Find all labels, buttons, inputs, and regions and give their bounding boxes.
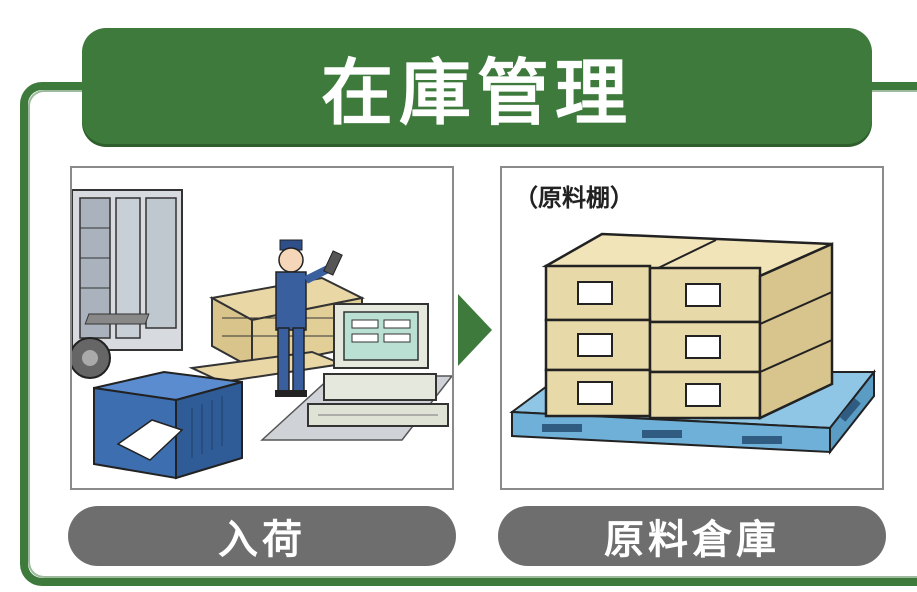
boxes-icon — [541, 232, 834, 420]
warehouse-illustration — [509, 232, 877, 455]
caption-warehouse: 原料倉庫 — [498, 506, 886, 566]
panel-warehouse: （原料棚） — [500, 166, 884, 490]
arrow-right-icon — [458, 294, 492, 366]
panel-warehouse-label: （原料棚） — [514, 184, 634, 212]
caption-receiving: 入荷 — [68, 506, 456, 566]
printer-icon — [93, 370, 243, 480]
receiving-illustration — [72, 189, 452, 480]
panel-receiving — [70, 166, 454, 490]
worker-icon — [275, 239, 343, 397]
page-title: 在庫管理 — [320, 50, 633, 135]
computer-icon — [307, 303, 449, 427]
title-banner: 在庫管理 — [82, 28, 872, 144]
truck-icon — [72, 189, 183, 379]
